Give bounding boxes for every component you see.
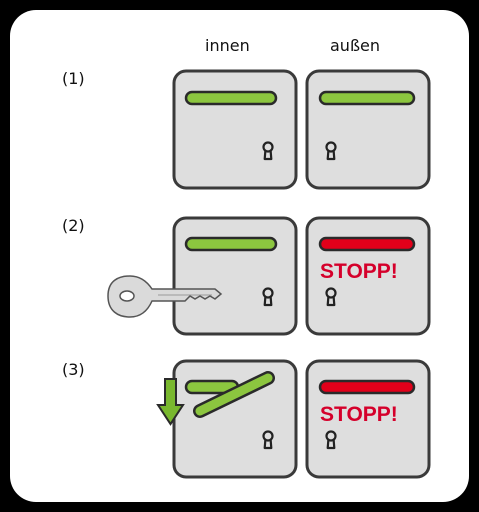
stop-text-3: STOPP!: [320, 403, 398, 426]
arrow-down-icon: [156, 378, 185, 426]
stop-text-2: STOPP!: [320, 260, 398, 283]
row-1: [172, 69, 431, 190]
row-label-2: (2): [62, 216, 85, 235]
handle-inner-1: [184, 90, 278, 106]
handle-outer-1: [318, 90, 416, 106]
panel-outer-1: [305, 69, 431, 190]
row-label-3: (3): [62, 360, 85, 379]
handle-outer-2: [318, 236, 416, 252]
panel-inner-2: [172, 216, 298, 336]
row-label-1: (1): [62, 69, 85, 88]
column-label-aussen: außen: [330, 36, 381, 55]
row-2: STOPP!: [107, 216, 431, 336]
key-icon: [107, 275, 223, 318]
handle-inner-2: [184, 236, 278, 252]
row-3: STOPP!: [156, 359, 431, 479]
handle-inner-3-pressed-fill: [195, 373, 273, 416]
column-label-innen: innen: [205, 36, 250, 55]
handle-outer-3: [318, 379, 416, 395]
panel-inner-3: [172, 359, 298, 479]
panel-inner-1: [172, 69, 298, 190]
